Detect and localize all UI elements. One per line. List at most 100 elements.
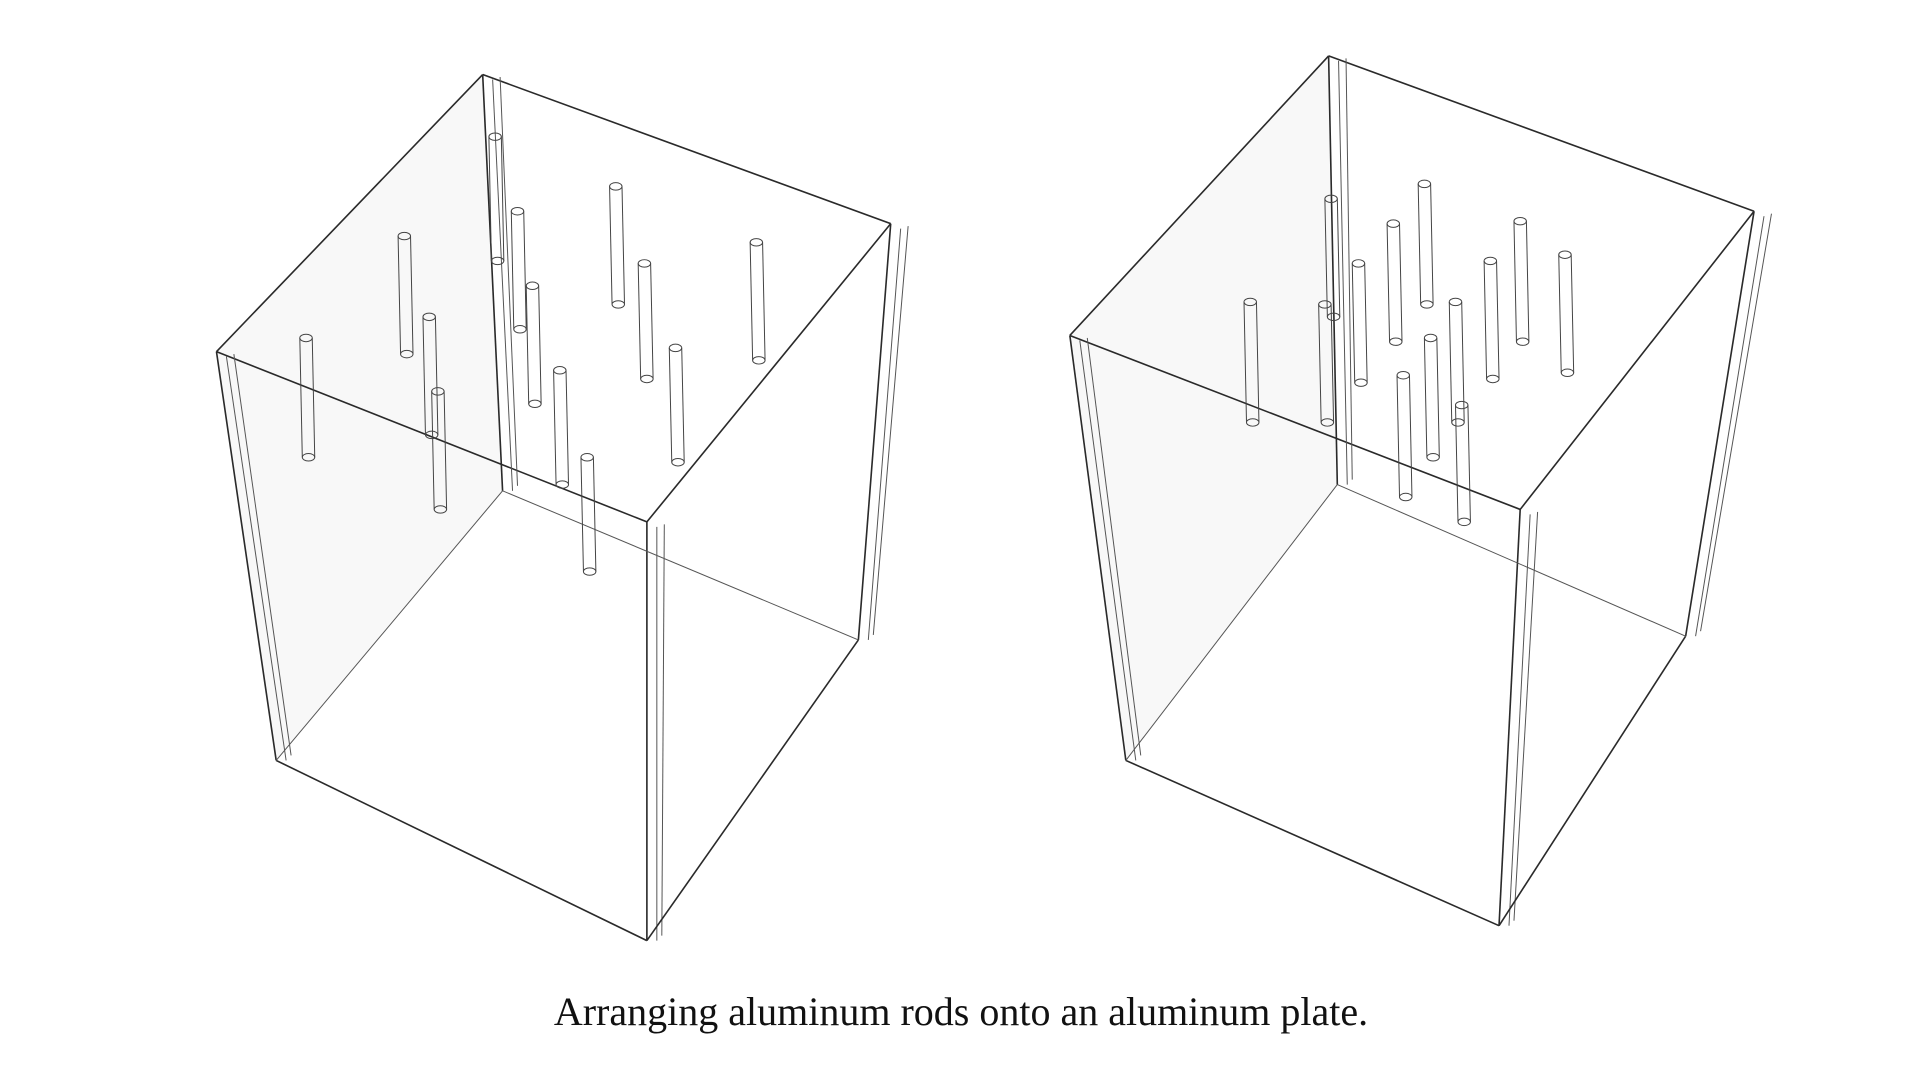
rod-bottom <box>671 457 685 467</box>
corner-post <box>1700 213 1772 632</box>
corner-post <box>233 354 292 756</box>
box-edge <box>1328 55 1755 212</box>
rod-side <box>592 457 597 572</box>
corner-post <box>857 223 892 640</box>
rod-top <box>1558 250 1572 259</box>
rod-bottom <box>582 567 597 576</box>
box-edge <box>216 350 648 523</box>
rod-top <box>510 207 525 216</box>
box-edge <box>275 759 648 942</box>
rod-top <box>1448 297 1463 307</box>
box-edge <box>502 490 859 641</box>
aluminum-rod <box>525 281 542 409</box>
corner-post <box>872 226 909 635</box>
rod-top <box>1318 300 1332 309</box>
rod-bottom <box>1515 337 1530 346</box>
rod-bottom <box>1451 418 1465 427</box>
rod-top <box>1396 371 1410 380</box>
rod-side <box>1454 405 1459 522</box>
aluminum-rod <box>580 453 597 576</box>
aluminum-rod <box>749 238 766 365</box>
rod-side <box>1436 337 1440 458</box>
rod-side <box>1430 183 1434 305</box>
box-edge <box>1069 55 1330 337</box>
rod-top <box>1386 219 1401 228</box>
rod-bottom <box>490 256 505 266</box>
rod-top <box>1417 179 1432 189</box>
rod-bottom <box>513 325 527 334</box>
corner-post <box>1513 511 1539 921</box>
rod-side <box>553 370 557 485</box>
rod-top <box>1454 400 1469 410</box>
rod-side <box>668 347 673 463</box>
rod-side <box>500 136 505 261</box>
aluminum-rod <box>1386 219 1403 346</box>
box-edge <box>646 639 860 942</box>
corner-post <box>215 351 277 761</box>
rod-bottom <box>1457 517 1471 527</box>
aluminum-rod <box>1513 216 1530 346</box>
rod-side <box>1558 254 1562 373</box>
box-right <box>1069 55 1772 927</box>
rod-top <box>1483 256 1498 266</box>
aluminum-rod <box>1448 297 1465 427</box>
rod-side <box>1386 223 1391 342</box>
rod-bottom <box>611 300 625 309</box>
corner-post <box>1695 216 1765 637</box>
rod-side <box>1324 198 1328 317</box>
rod-side <box>580 457 584 572</box>
corner-post <box>1079 340 1137 761</box>
rod-side <box>1496 260 1500 379</box>
corner-post <box>1498 509 1521 926</box>
aluminum-rod <box>1558 250 1575 377</box>
rod-bottom <box>640 374 654 384</box>
rod-bottom <box>752 356 766 365</box>
aluminum-rod <box>1318 300 1335 427</box>
box-edge <box>1498 635 1687 927</box>
rod-side <box>1396 375 1401 498</box>
box-edge <box>1069 334 1521 511</box>
rod-side <box>1417 183 1422 305</box>
rod-bottom <box>1486 374 1500 384</box>
aluminum-rod <box>1483 256 1500 384</box>
rod-top <box>1513 216 1527 226</box>
corner-post <box>481 74 504 491</box>
rod-side <box>523 211 527 330</box>
box-edge <box>482 73 891 225</box>
rod-side <box>681 347 685 463</box>
aluminum-rod <box>609 182 625 309</box>
aluminum-rod <box>1243 297 1260 427</box>
rod-side <box>1467 405 1471 522</box>
rod-side <box>510 211 515 330</box>
aluminum-rod <box>1454 400 1471 527</box>
box-edge <box>275 490 503 761</box>
box-edge <box>1125 759 1500 927</box>
rod-side <box>422 316 426 435</box>
aluminum-rod <box>1423 333 1440 462</box>
rod-side <box>1330 304 1335 423</box>
rod-side <box>1423 337 1428 458</box>
rod-side <box>621 186 625 305</box>
rod-bottom <box>1354 378 1368 387</box>
rod-top <box>553 366 567 375</box>
rod-side <box>565 370 570 485</box>
rod-side <box>762 242 766 361</box>
rod-top <box>1423 333 1438 343</box>
box-left <box>215 73 909 942</box>
rod-side <box>1408 375 1413 498</box>
glass-panel-left <box>216 74 503 761</box>
aluminum-rod <box>510 207 527 334</box>
corner-post <box>225 356 287 761</box>
rod-side <box>1318 304 1322 423</box>
corner-post <box>1508 514 1531 926</box>
aluminum-rod <box>299 333 316 462</box>
rod-top <box>525 281 540 291</box>
corner-post <box>1086 337 1142 756</box>
rod-side <box>410 236 414 355</box>
aluminum-rod <box>1351 259 1368 387</box>
rod-side <box>443 391 448 510</box>
rod-side <box>1336 198 1341 317</box>
rod-bottom <box>1426 453 1440 462</box>
rod-side <box>1448 301 1453 423</box>
